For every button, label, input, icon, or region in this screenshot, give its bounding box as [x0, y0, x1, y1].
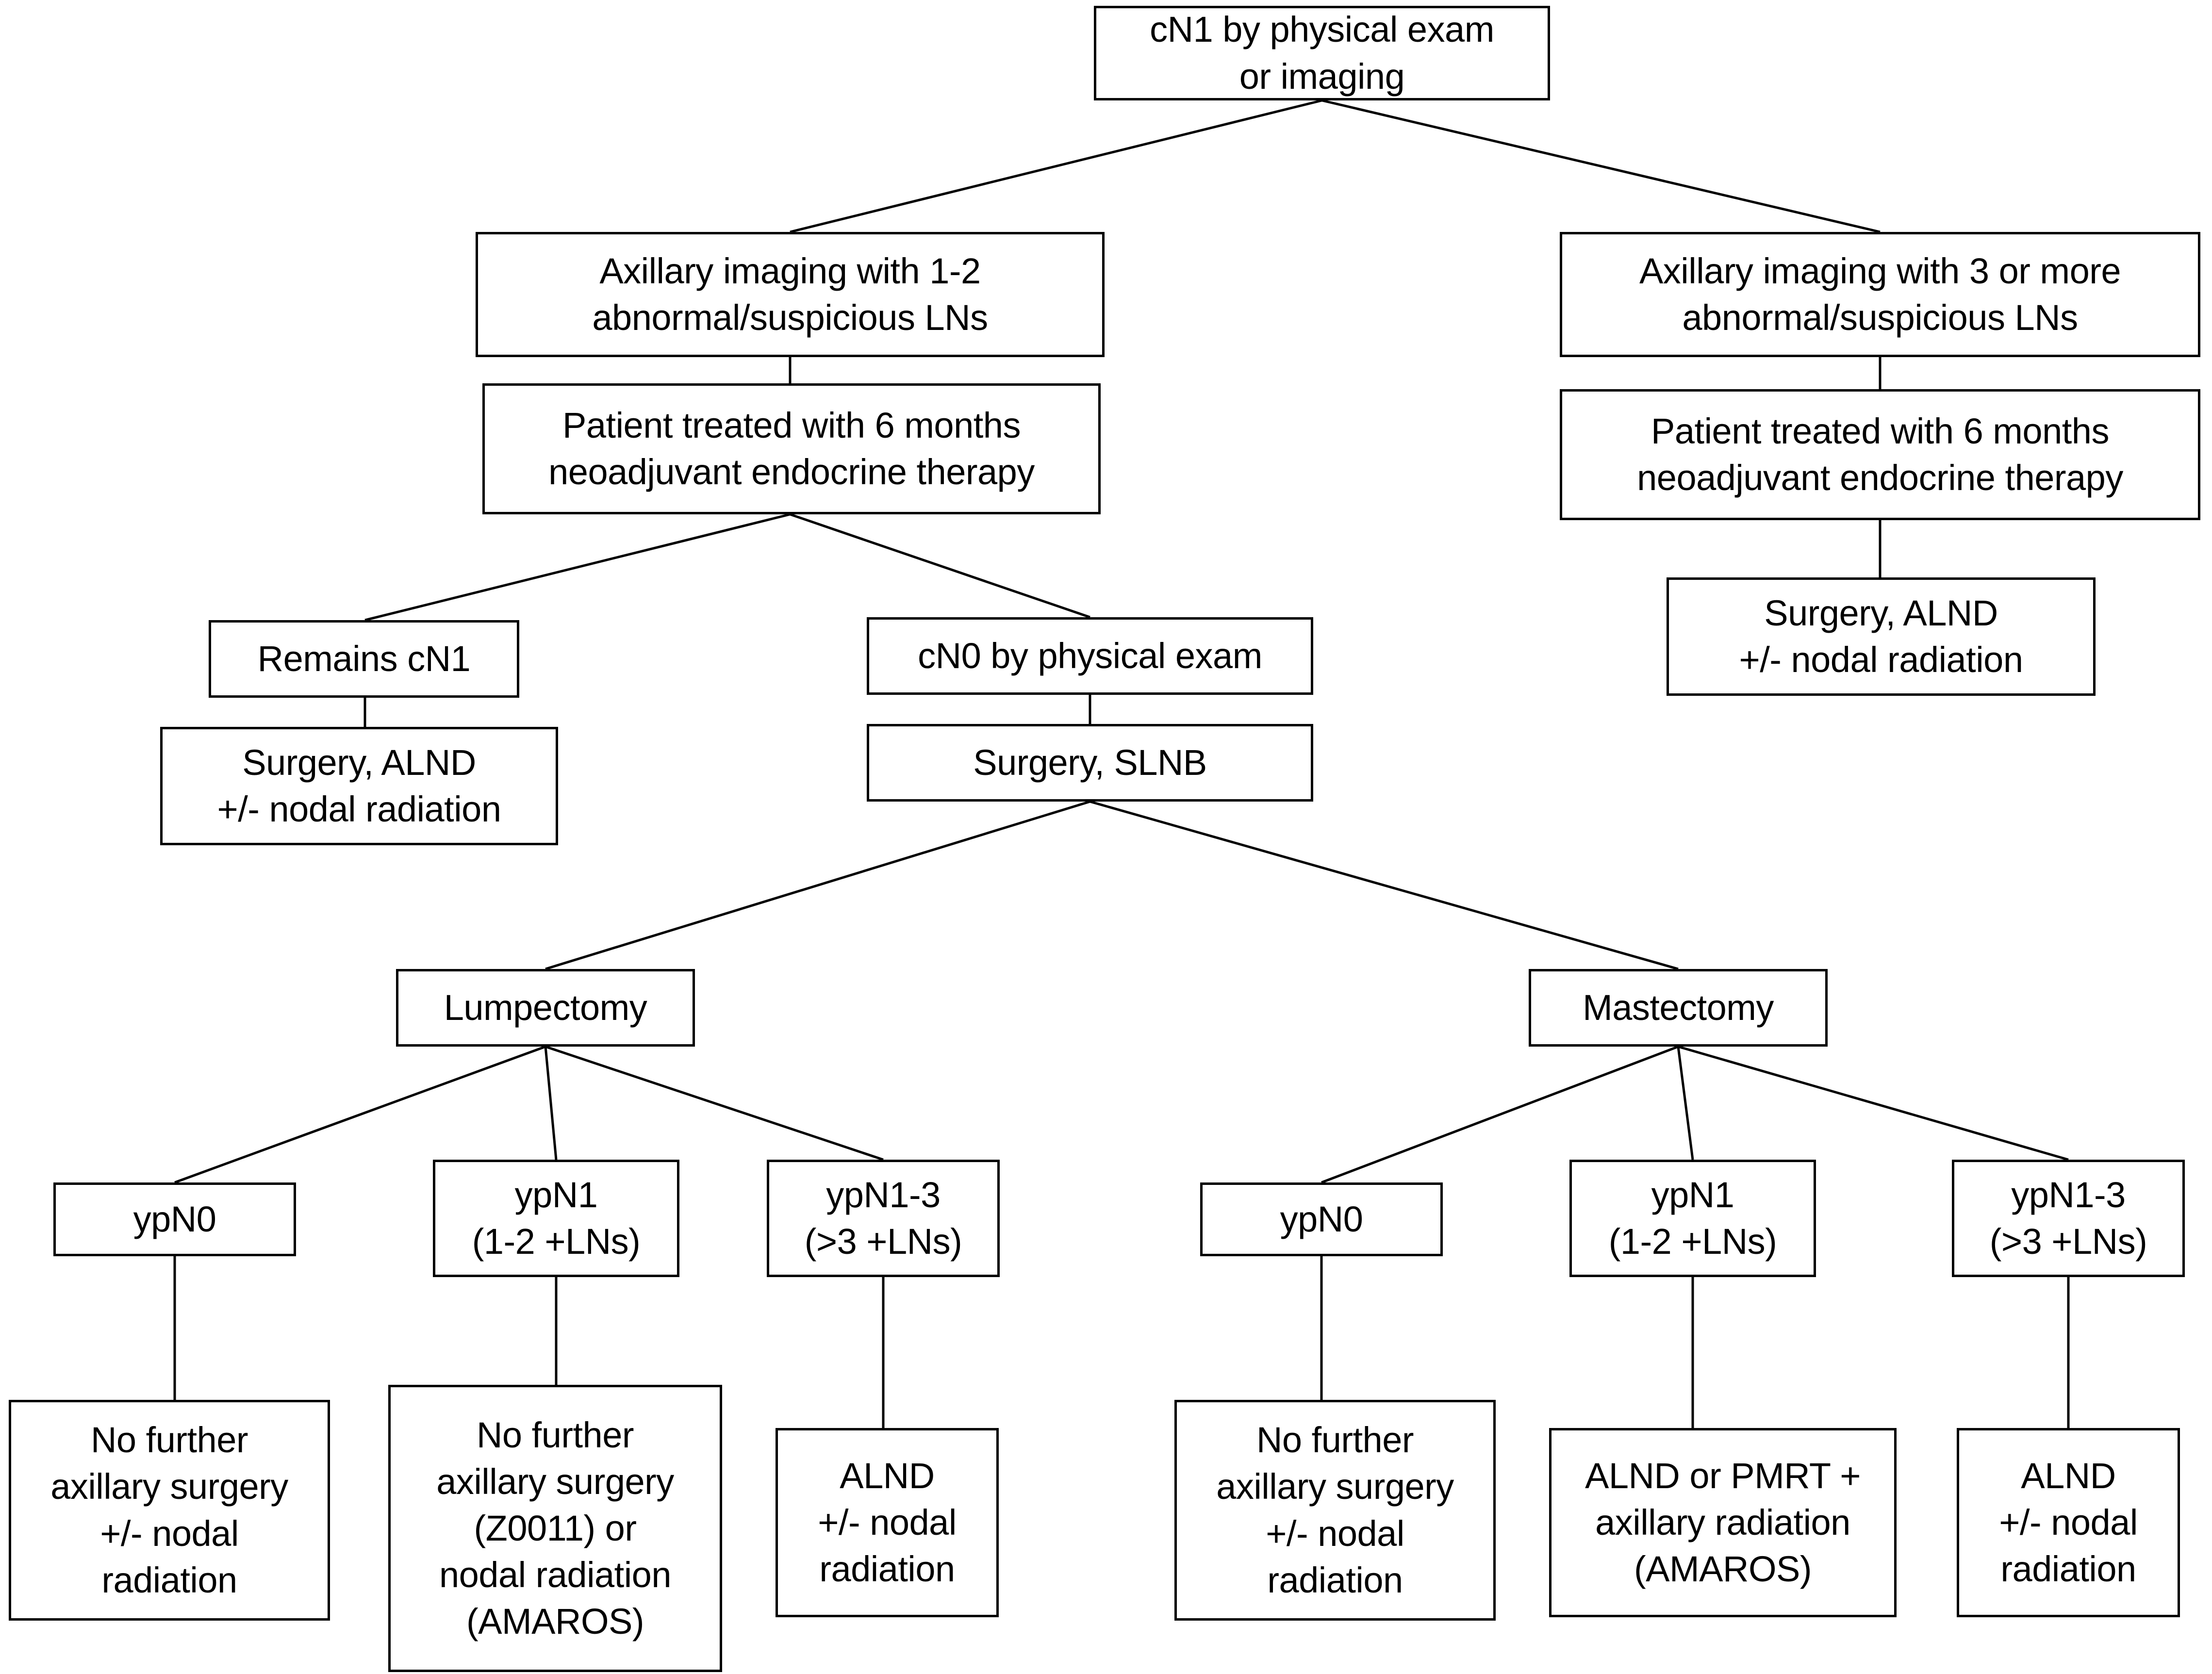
node-mast-ypn1: ypN1 (1-2 +LNs) — [1569, 1160, 1816, 1277]
node-label-mast-ypn13-out: ALND +/- nodal radiation — [1999, 1455, 2138, 1590]
node-lump-ypn13-out: ALND +/- nodal radiation — [776, 1428, 999, 1617]
node-lump-ypn0-out: No further axillary surgery +/- nodal ra… — [9, 1400, 330, 1621]
edge-mastectomy-to-mast-ypn13 — [1678, 1045, 2069, 1161]
node-root: cN1 by physical exam or imaging — [1094, 6, 1550, 100]
node-left-imaging: Axillary imaging with 1-2 abnormal/suspi… — [476, 232, 1105, 357]
node-label-left-imaging: Axillary imaging with 1-2 abnormal/suspi… — [592, 250, 988, 338]
node-label-mast-ypn1: ypN1 (1-2 +LNs) — [1608, 1174, 1777, 1262]
node-lump-ypn1-out: No further axillary surgery (Z0011) or n… — [388, 1385, 722, 1672]
node-label-right-surgery: Surgery, ALND +/- nodal radiation — [1739, 592, 2023, 680]
edge-root-to-right-imaging — [1321, 99, 1881, 233]
edge-surgery-slnb-to-lumpectomy — [545, 800, 1090, 970]
edge-left-endocrine-to-cn0-exam — [790, 513, 1090, 619]
node-right-endocrine: Patient treated with 6 months neoadjuvan… — [1560, 389, 2200, 520]
node-mast-ypn1-out: ALND or PMRT + axillary radiation (AMARO… — [1549, 1428, 1897, 1617]
node-label-root: cN1 by physical exam or imaging — [1150, 9, 1494, 97]
node-mast-ypn13-out: ALND +/- nodal radiation — [1957, 1428, 2180, 1617]
node-label-right-endocrine: Patient treated with 6 months neoadjuvan… — [1637, 410, 2123, 498]
node-label-mastectomy: Mastectomy — [1583, 987, 1774, 1028]
node-remains-surgery: Surgery, ALND +/- nodal radiation — [160, 727, 558, 845]
edge-lumpectomy-to-lump-ypn13 — [545, 1045, 884, 1161]
node-label-remains-cn1: Remains cN1 — [257, 638, 471, 679]
node-remains-cn1: Remains cN1 — [209, 620, 519, 698]
edge-root-to-left-imaging — [790, 99, 1322, 233]
node-lump-ypn1: ypN1 (1-2 +LNs) — [433, 1160, 679, 1277]
node-lump-ypn0: ypN0 — [53, 1182, 296, 1256]
node-label-lump-ypn1-out: No further axillary surgery (Z0011) or n… — [436, 1414, 674, 1642]
node-label-lump-ypn0: ypN0 — [133, 1198, 216, 1239]
node-surgery-slnb: Surgery, SLNB — [867, 724, 1313, 802]
node-label-lumpectomy: Lumpectomy — [444, 987, 647, 1028]
node-right-imaging: Axillary imaging with 3 or more abnormal… — [1560, 232, 2200, 357]
node-label-right-imaging: Axillary imaging with 3 or more abnormal… — [1639, 250, 2121, 338]
edge-left-endocrine-to-remains-cn1 — [364, 513, 791, 622]
node-left-endocrine: Patient treated with 6 months neoadjuvan… — [482, 383, 1101, 514]
edge-surgery-slnb-to-mastectomy — [1089, 800, 1679, 970]
node-cn0-exam: cN0 by physical exam — [867, 617, 1313, 695]
node-label-mast-ypn0-out: No further axillary surgery +/- nodal ra… — [1216, 1420, 1454, 1600]
edge-mastectomy-to-mast-ypn1 — [1677, 1046, 1694, 1160]
node-label-cn0-exam: cN0 by physical exam — [918, 635, 1262, 676]
node-mast-ypn0-out: No further axillary surgery +/- nodal ra… — [1174, 1400, 1496, 1621]
node-label-mast-ypn13: ypN1-3 (>3 +LNs) — [1989, 1174, 2147, 1262]
node-label-lump-ypn13: ypN1-3 (>3 +LNs) — [804, 1174, 962, 1262]
edge-lumpectomy-to-lump-ypn1 — [544, 1046, 558, 1160]
node-lumpectomy: Lumpectomy — [396, 969, 695, 1047]
node-right-surgery: Surgery, ALND +/- nodal radiation — [1667, 577, 2096, 696]
node-label-lump-ypn0-out: No further axillary surgery +/- nodal ra… — [50, 1420, 288, 1600]
node-label-left-endocrine: Patient treated with 6 months neoadjuvan… — [548, 405, 1035, 492]
node-mast-ypn0: ypN0 — [1200, 1182, 1443, 1256]
node-label-lump-ypn13-out: ALND +/- nodal radiation — [818, 1455, 957, 1590]
node-label-remains-surgery: Surgery, ALND +/- nodal radiation — [217, 742, 501, 829]
node-label-lump-ypn1: ypN1 (1-2 +LNs) — [472, 1174, 641, 1262]
node-mast-ypn13: ypN1-3 (>3 +LNs) — [1952, 1160, 2185, 1277]
node-label-surgery-slnb: Surgery, SLNB — [973, 742, 1207, 783]
node-mastectomy: Mastectomy — [1529, 969, 1828, 1047]
node-label-mast-ypn0: ypN0 — [1280, 1198, 1363, 1239]
node-label-mast-ypn1-out: ALND or PMRT + axillary radiation (AMARO… — [1585, 1455, 1861, 1590]
node-lump-ypn13: ypN1-3 (>3 +LNs) — [767, 1160, 1000, 1277]
